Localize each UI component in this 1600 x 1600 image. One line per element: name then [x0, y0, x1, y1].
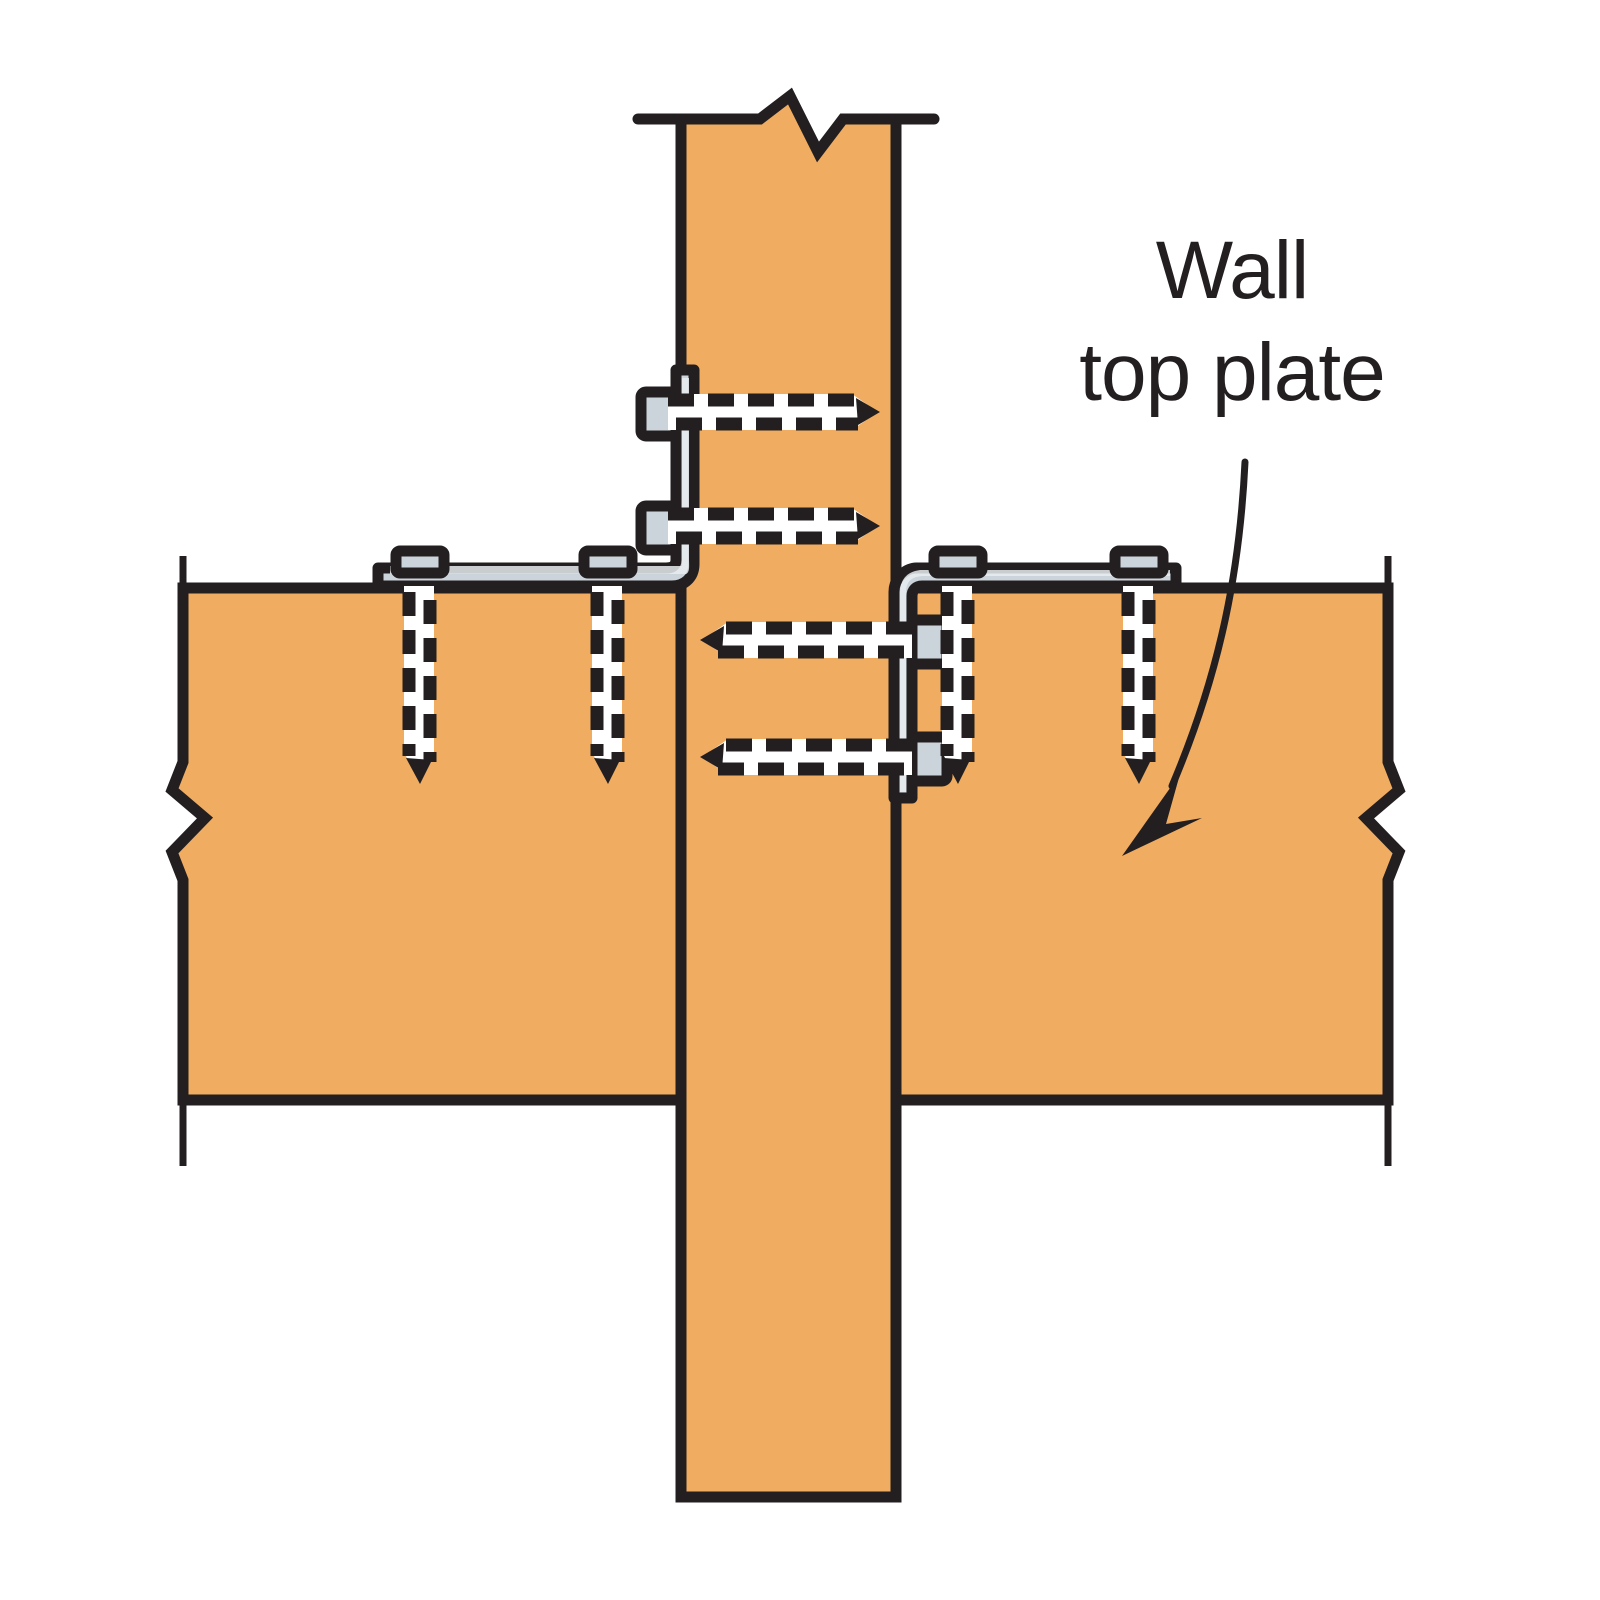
screw-head-right-1 [928, 545, 988, 579]
screw-beam-left-2 [590, 586, 625, 784]
screw-tip [700, 743, 724, 770]
screw-head-left-1 [390, 545, 450, 579]
screw-beam-right-2 [1121, 586, 1156, 784]
screw-beam-right-1 [940, 586, 975, 784]
screw-tip [856, 512, 880, 539]
screw-head-right-2 [1109, 545, 1169, 579]
screw-tip [944, 758, 970, 784]
screw-tip [700, 626, 724, 653]
screw-tip [406, 758, 432, 784]
wood-members [165, 87, 1406, 1503]
screw-head-top-right-group [928, 545, 1169, 579]
vertical-screws-into-beam [402, 586, 1156, 784]
screw-tip [856, 398, 880, 425]
screw-beam-left-1 [402, 586, 437, 784]
screw-head-top-left-group [390, 545, 638, 579]
screw-post-lower-2 [700, 738, 912, 776]
screw-tip [594, 758, 620, 784]
wall-top-plate-label-line2: top plate [1079, 327, 1385, 418]
wall-top-plate-label-line1: Wall [1156, 225, 1308, 316]
extension-lines [179, 113, 1392, 1166]
screw-post-lower-1 [700, 621, 912, 659]
wall-top-plate-post [675, 87, 902, 1503]
screw-post-upper-2 [668, 507, 880, 545]
wall-top-plate-leader [1122, 458, 1249, 856]
angle-bracket-left [372, 364, 700, 592]
leader-arrowhead [1122, 774, 1202, 856]
leader-curve [1168, 458, 1249, 790]
screw-head-left-2 [578, 545, 638, 579]
horizontal-screws-into-post [668, 393, 912, 776]
angle-bracket-left-body [372, 364, 700, 592]
angle-bracket-right-body [888, 562, 1182, 804]
wall-top-plate-label: Wall top plate [1079, 225, 1386, 418]
screw-post-upper-1 [668, 393, 880, 431]
screw-tip [1125, 758, 1151, 784]
